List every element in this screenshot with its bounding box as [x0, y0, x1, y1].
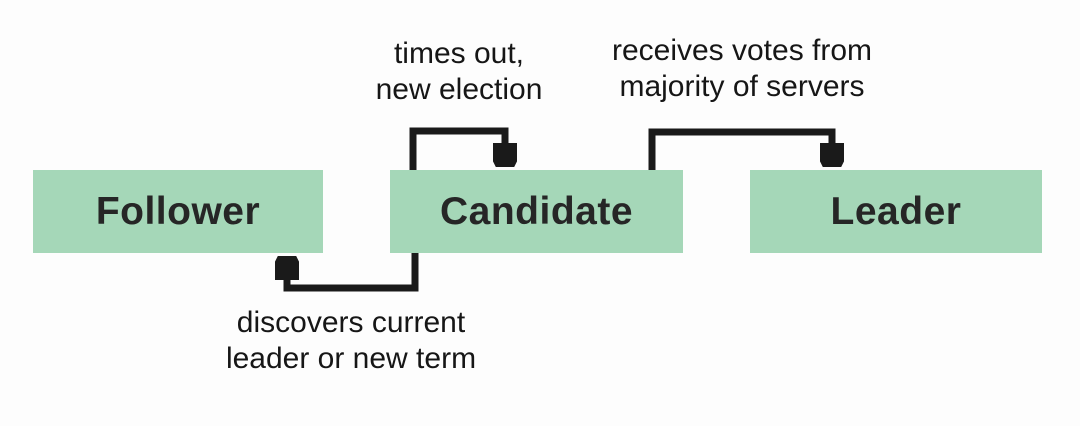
transition-label-discovers-leader: discovers current leader or new term: [226, 305, 476, 377]
candidate-to-follower-arrow: [287, 252, 419, 292]
candidate-to-leader-arrow: [648, 128, 832, 171]
candidate-self-loop-arrow: [409, 127, 505, 171]
state-box-follower: Follower: [33, 170, 323, 253]
state-label-candidate: Candidate: [439, 189, 634, 233]
state-label-follower: Follower: [95, 189, 261, 233]
state-box-leader: Leader: [750, 170, 1042, 253]
transition-label-times-out: times out, new election: [376, 36, 543, 108]
transition-label-line: majority of servers: [619, 70, 865, 103]
transition-label-line: leader or new term: [225, 342, 477, 375]
transition-label-line: discovers current: [236, 306, 466, 339]
state-label-leader: Leader: [830, 189, 962, 233]
transition-label-line: new election: [375, 73, 543, 106]
transition-label-line: times out,: [393, 37, 525, 70]
transition-label-line: receives votes from: [611, 34, 873, 67]
state-box-candidate: Candidate: [390, 170, 683, 253]
transition-label-receives-votes: receives votes from majority of servers: [612, 33, 872, 105]
